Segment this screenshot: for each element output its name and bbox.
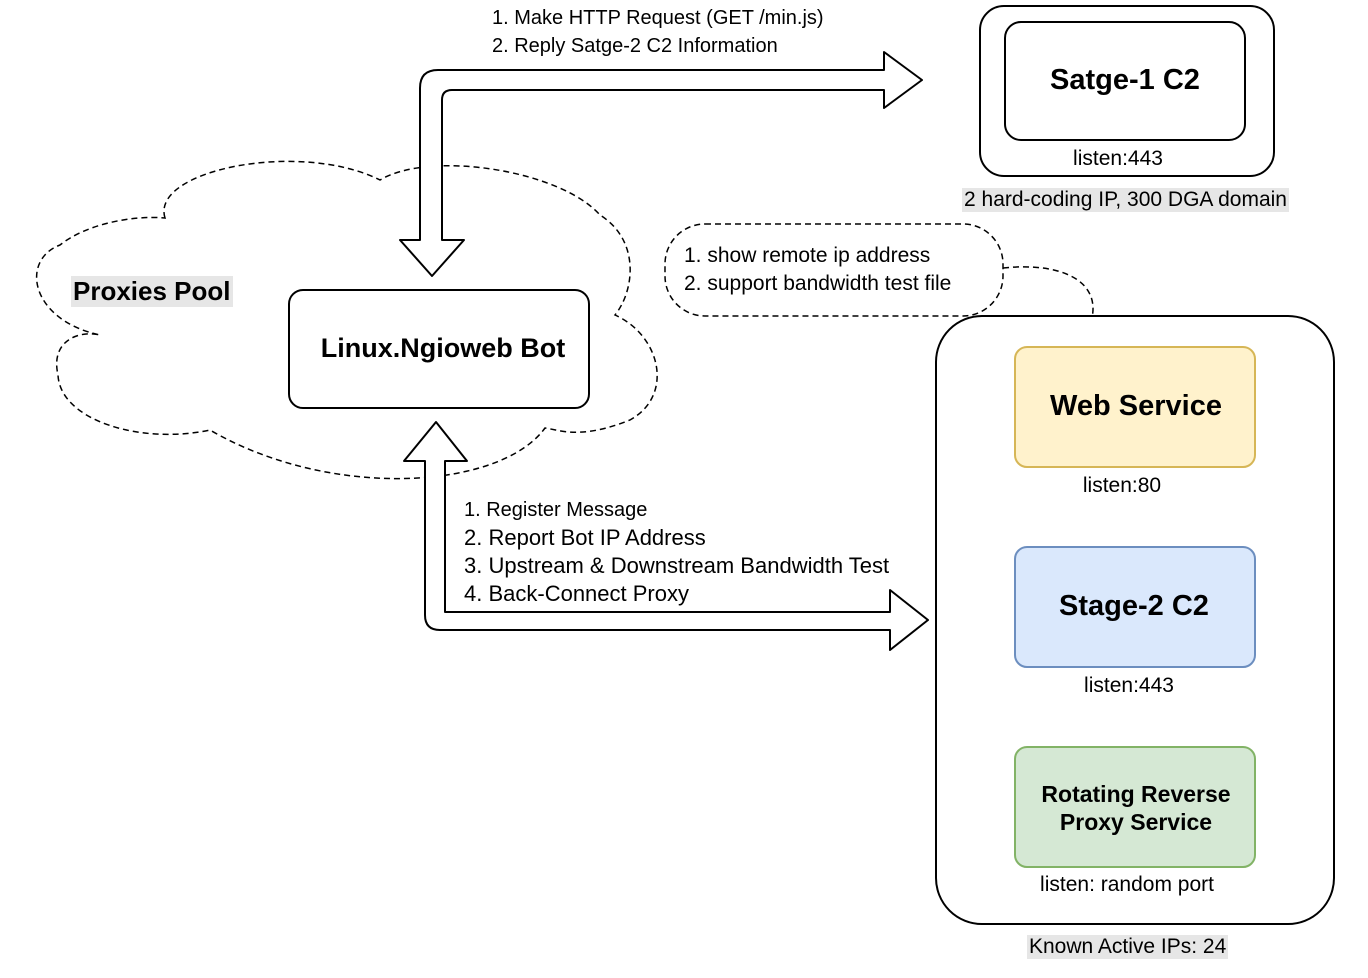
web-note-bubble	[664, 223, 1004, 317]
request-label-2: 2. Reply Satge-2 C2 Information	[492, 35, 778, 57]
register-label-4: 4. Back-Connect Proxy	[464, 581, 689, 606]
stage1-listen: listen:443	[1073, 147, 1163, 170]
proxies-pool-label: Proxies Pool	[71, 276, 233, 307]
web-note-connector	[1002, 266, 1094, 347]
stage2-listen: listen:443	[1084, 674, 1174, 697]
bot-box	[288, 289, 590, 409]
stage1-flow-arrow	[399, 51, 923, 277]
rotating-proxy-box	[1014, 746, 1256, 868]
rotating-proxy-title-line-2: Proxy Service	[1059, 809, 1213, 835]
stage1-note: 2 hard-coding IP, 300 DGA domain	[962, 188, 1289, 212]
web-note-line-1: 1. show remote ip address	[684, 244, 931, 267]
stage1-box	[1004, 21, 1246, 141]
register-label-3: 3. Upstream & Downstream Bandwidth Test	[464, 553, 890, 578]
proxies-pool-cloud	[35, 160, 658, 480]
rotating-proxy-listen: listen: random port	[1040, 873, 1214, 896]
web-note-line-2: 2. support bandwidth test file	[684, 272, 952, 295]
stage1-title: Satge-1 C2	[1050, 64, 1200, 96]
stage2-box	[1014, 546, 1256, 668]
web-service-box	[1014, 346, 1256, 468]
rotating-proxy-title-line-1: Rotating Reverse	[1041, 781, 1231, 807]
known-ips-label: Known Active IPs: 24	[1027, 935, 1229, 959]
web-service-listen: listen:80	[1082, 474, 1162, 497]
register-label-1: 1. Register Message	[464, 499, 648, 521]
web-service-title: Web Service	[1050, 390, 1222, 422]
stage2-flow-arrow	[403, 421, 929, 651]
stage2-title: Stage-2 C2	[1059, 590, 1209, 622]
request-label-1: 1. Make HTTP Request (GET /min.js)	[492, 7, 824, 29]
bot-title: Linux.Ngioweb Bot	[320, 333, 566, 363]
register-label-2: 2. Report Bot IP Address	[464, 525, 706, 550]
